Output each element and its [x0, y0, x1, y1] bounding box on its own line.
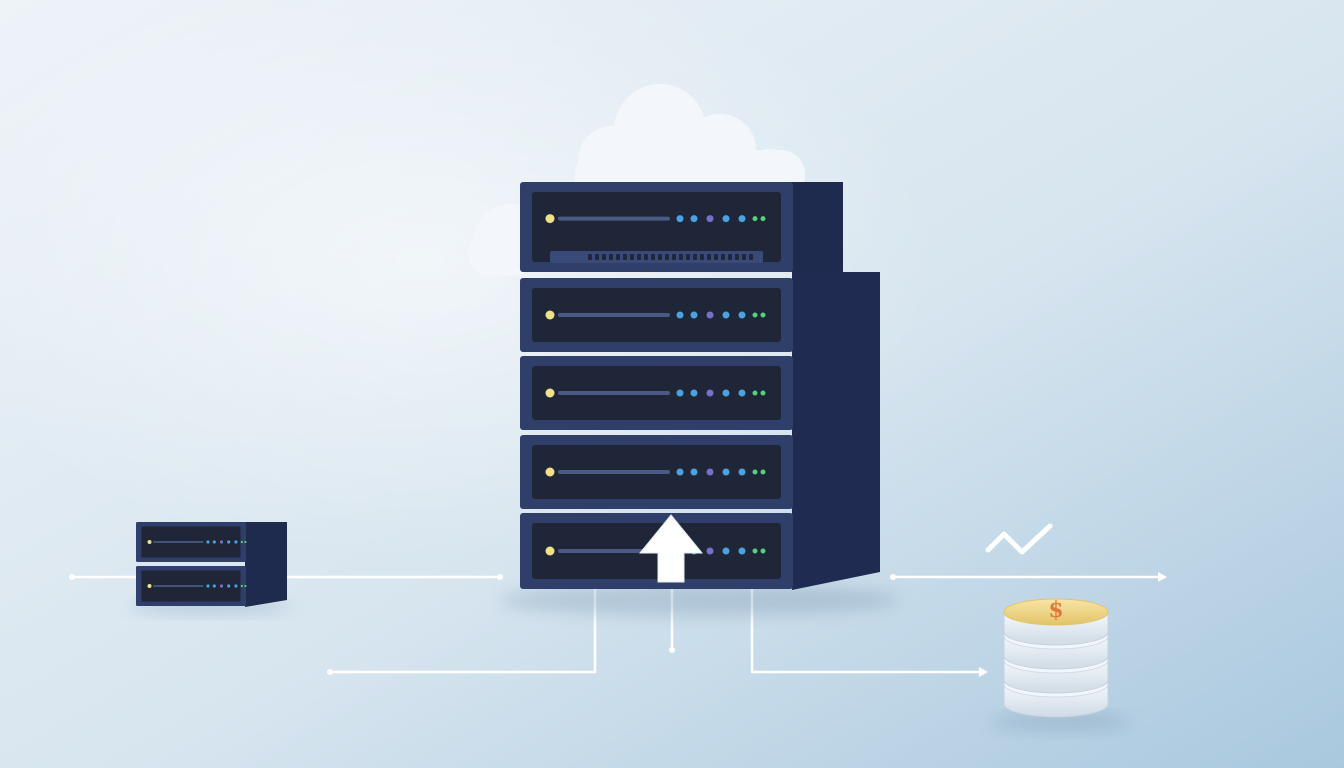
power-led: [147, 583, 152, 589]
status-led: [738, 215, 746, 223]
status-led: [234, 584, 238, 588]
server-unit: [520, 435, 793, 509]
status-led: [722, 468, 730, 476]
status-led: [760, 390, 766, 396]
status-led: [738, 311, 746, 319]
status-led: [676, 468, 684, 476]
status-led: [212, 584, 216, 588]
server-unit: [520, 278, 793, 352]
status-led: [706, 215, 714, 223]
network-lines: [70, 575, 1166, 674]
status-led: [212, 540, 216, 544]
status-led: [206, 540, 210, 544]
status-led: [244, 584, 247, 588]
power-led: [545, 310, 555, 320]
status-led: [690, 468, 698, 476]
status-led: [760, 216, 766, 222]
status-led: [240, 584, 243, 588]
upload-arrow-icon: [638, 514, 704, 583]
small-server: [136, 522, 287, 607]
status-led: [227, 584, 231, 588]
line-endpoints: [69, 572, 1167, 677]
coin-dollar-symbol: $: [1048, 597, 1063, 623]
status-led: [738, 547, 746, 555]
status-led: [690, 215, 698, 223]
status-led: [706, 547, 714, 555]
status-led: [752, 312, 758, 318]
status-led: [706, 468, 714, 476]
power-led: [545, 546, 555, 556]
status-led: [752, 216, 758, 222]
main-server-rack: [520, 182, 880, 590]
status-led: [760, 469, 766, 475]
status-led: [706, 389, 714, 397]
status-led: [722, 311, 730, 319]
status-led: [690, 311, 698, 319]
coin-face: [1003, 598, 1109, 626]
power-led: [147, 539, 152, 545]
power-led: [545, 214, 555, 224]
status-led: [690, 389, 698, 397]
server-unit: [136, 566, 247, 606]
status-led: [219, 540, 224, 544]
status-led: [240, 540, 243, 544]
status-led: [676, 311, 684, 319]
trend-line-icon: [985, 523, 1053, 555]
server-unit: [520, 182, 793, 272]
status-led: [722, 215, 730, 223]
status-led: [676, 389, 684, 397]
server-front-panel: [532, 192, 781, 262]
status-led: [752, 390, 758, 396]
status-led: [738, 389, 746, 397]
status-led: [752, 548, 758, 554]
power-led: [545, 467, 555, 477]
status-led: [706, 311, 714, 319]
status-led: [752, 469, 758, 475]
status-led: [227, 540, 231, 544]
status-led: [738, 468, 746, 476]
coin: [1003, 598, 1109, 646]
coin-stack-icon: [1003, 598, 1109, 718]
status-led: [676, 215, 684, 223]
status-led: [234, 540, 238, 544]
status-led: [760, 548, 766, 554]
server-unit: [520, 356, 793, 430]
server-unit: [136, 522, 247, 562]
status-led: [722, 389, 730, 397]
status-led: [244, 540, 247, 544]
status-led: [206, 584, 210, 588]
status-led: [722, 547, 730, 555]
status-led: [219, 584, 224, 588]
status-led: [760, 312, 766, 318]
power-led: [545, 388, 555, 398]
